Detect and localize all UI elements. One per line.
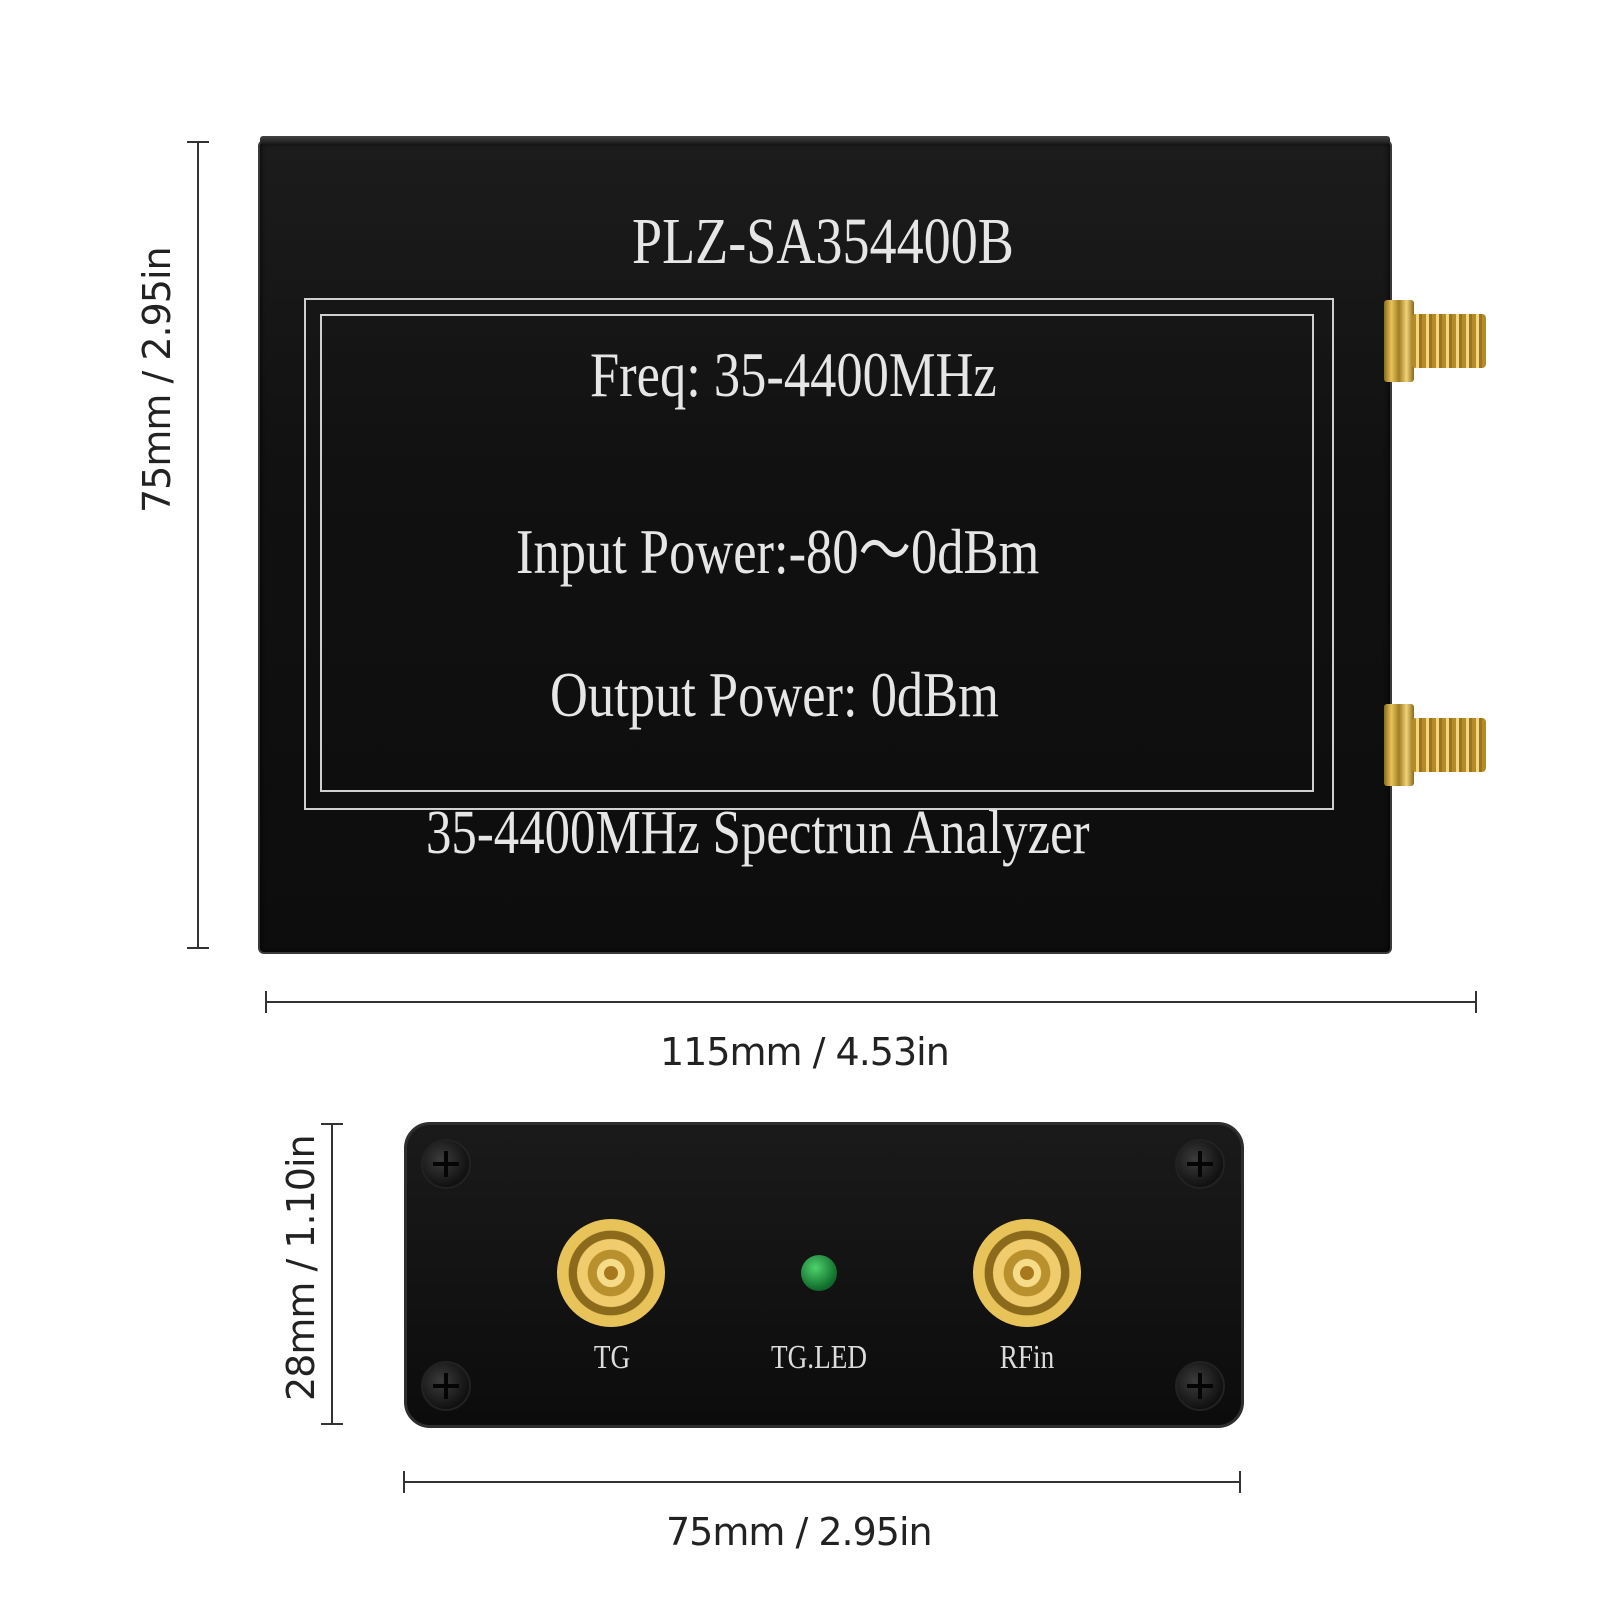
- sma-connector-side-bottom: [1384, 700, 1492, 790]
- dim-label-front-width: 75mm / 2.95in: [666, 1510, 933, 1554]
- screw-icon: [1175, 1139, 1225, 1189]
- tg-led-indicator: [801, 1255, 837, 1291]
- screw-icon: [421, 1139, 471, 1189]
- dim-cap: [187, 947, 209, 949]
- dim-line-front-width: [404, 1481, 1240, 1483]
- connector-nut: [1384, 300, 1414, 382]
- sma-connector-tg: [557, 1219, 665, 1327]
- model-label: PLZ-SA354400B: [632, 205, 1014, 278]
- dim-cap: [321, 1123, 343, 1125]
- dim-line-top-height: [197, 142, 199, 948]
- dim-label-front-height: 28mm / 1.10in: [279, 1135, 323, 1401]
- device-subtitle: 35-4400MHz Spectrun Analyzer: [426, 799, 1090, 867]
- port-label-rfin: RFin: [999, 1339, 1055, 1376]
- freq-spec: Freq: 35-4400MHz: [590, 339, 997, 410]
- connector-pin: [1020, 1266, 1034, 1280]
- dim-cap: [321, 1423, 343, 1425]
- sma-connector-side-top: [1384, 296, 1492, 386]
- dim-line-front-height: [331, 1124, 333, 1424]
- output-power-spec: Output Power: 0dBm: [550, 659, 1000, 730]
- dim-cap: [265, 991, 267, 1013]
- connector-pin: [604, 1266, 618, 1280]
- dim-cap: [1475, 991, 1477, 1013]
- spec-frame-inner: [320, 314, 1314, 792]
- port-label-tg: TG: [593, 1339, 631, 1376]
- screw-icon: [1175, 1361, 1225, 1411]
- dim-cap: [1239, 1471, 1241, 1493]
- connector-nut: [1384, 704, 1414, 786]
- input-power-spec: Input Power:-80～0dBm: [516, 516, 1040, 587]
- spec-frame-outer: [304, 298, 1334, 810]
- dim-label-top-height: 75mm / 2.95in: [135, 247, 179, 513]
- dim-cap: [187, 141, 209, 143]
- screw-icon: [421, 1361, 471, 1411]
- sma-connector-rfin: [973, 1219, 1081, 1327]
- dim-cap: [403, 1471, 405, 1493]
- device-front-view: TG TG.LED RFin: [404, 1122, 1244, 1428]
- connector-thread: [1412, 314, 1486, 368]
- connector-thread: [1412, 718, 1486, 772]
- led-label: TG.LED: [771, 1339, 867, 1376]
- housing-rail: [260, 136, 1390, 144]
- dim-line-top-width: [266, 1001, 1476, 1003]
- dim-label-top-width: 115mm / 4.53in: [660, 1030, 950, 1074]
- device-top-view: PLZ-SA354400B Freq: 35-4400MHz Input Pow…: [258, 136, 1392, 954]
